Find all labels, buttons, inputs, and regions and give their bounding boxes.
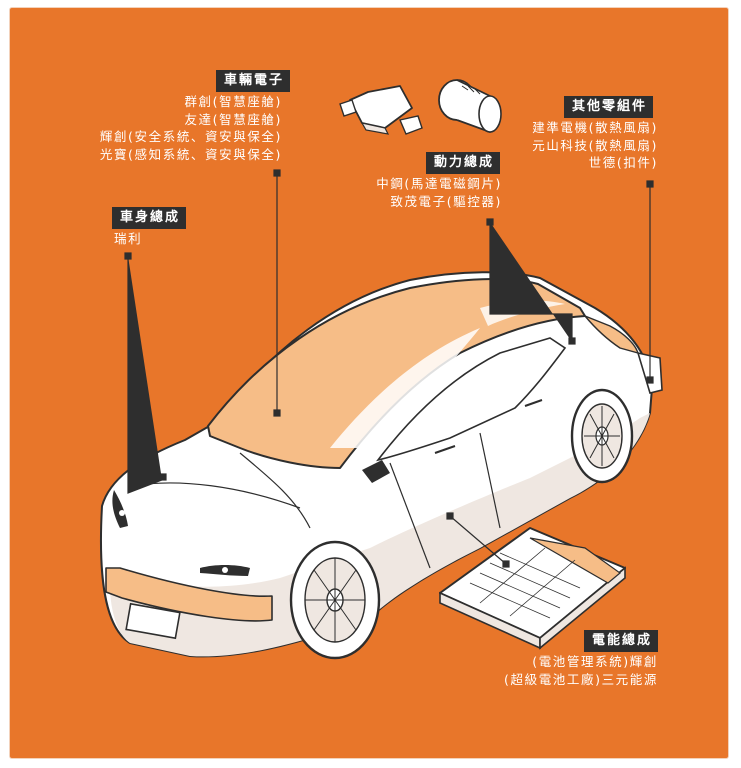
powertrain-list: 中鋼(馬達電磁鋼片) 致茂電子(驅控器)	[376, 175, 502, 210]
side-mirror	[362, 460, 390, 483]
vehicle-electronics-item: 友達(智慧座艙)	[184, 111, 282, 127]
vehicle-electronics-item: 光寶(感知系統、資安與保全)	[99, 146, 282, 162]
diagram-frame: 車輛電子 群創(智慧座艙) 友達(智慧座艙) 輝創(安全系統、資安與保全) 光寶…	[10, 8, 728, 758]
roof-glass-highlight	[207, 278, 586, 469]
other-parts-item: 建準電機(散熱風扇)	[532, 120, 658, 135]
door-handle-2	[524, 399, 543, 407]
other-parts-list: 建準電機(散熱風扇) 元山科技(散熱風扇) 世德(扣件)	[532, 119, 658, 172]
vehicle-electronics-list: 群創(智慧座艙) 友達(智慧座艙) 輝創(安全系統、資安與保全) 光寶(感知系統…	[100, 93, 282, 163]
bumper-highlight	[105, 567, 273, 622]
vehicle-electronics-item: 輝創(安全系統、資安與保全)	[99, 129, 282, 144]
energy-assembly-list: (電池管理系統)輝創 (超級電池工廠)三元能源	[504, 653, 658, 688]
core-component	[438, 79, 502, 133]
other-parts-item: 元山科技(散熱風扇)	[532, 137, 658, 153]
battery-pack	[439, 527, 626, 650]
powertrain-item: 致茂電子(驅控器)	[390, 193, 502, 209]
hood-line-2	[239, 452, 311, 529]
energy-assembly-item: (超級電池工廠)三元能源	[504, 671, 658, 687]
glass-reflection	[330, 328, 480, 448]
license-plate	[125, 602, 181, 640]
other-parts-item: 世德(扣件)	[588, 155, 658, 170]
powertrain-title: 動力總成	[426, 152, 501, 174]
body-assembly-list: 瑞利	[114, 230, 142, 248]
leader-lines	[124, 169, 654, 568]
energy-assembly-item: (電池管理系統)輝創	[532, 654, 658, 669]
vehicle-electronics-title: 車輛電子	[216, 70, 291, 92]
body-assembly-item: 瑞利	[114, 231, 143, 246]
body-assembly-title: 車身總成	[112, 207, 187, 229]
vehicle-electronics-item: 群創(智慧座艙)	[184, 94, 282, 109]
door-handle	[434, 445, 456, 454]
side-window	[376, 337, 567, 462]
powertrain-item: 中鋼(馬達電磁鋼片)	[376, 176, 502, 191]
car-illustration	[99, 79, 663, 660]
energy-assembly-title: 電能總成	[584, 630, 659, 652]
motor-component	[339, 85, 423, 135]
other-parts-title: 其他零組件	[564, 96, 654, 118]
door-line	[389, 462, 431, 569]
door-line-2	[479, 432, 501, 529]
headlight-left	[112, 490, 128, 528]
